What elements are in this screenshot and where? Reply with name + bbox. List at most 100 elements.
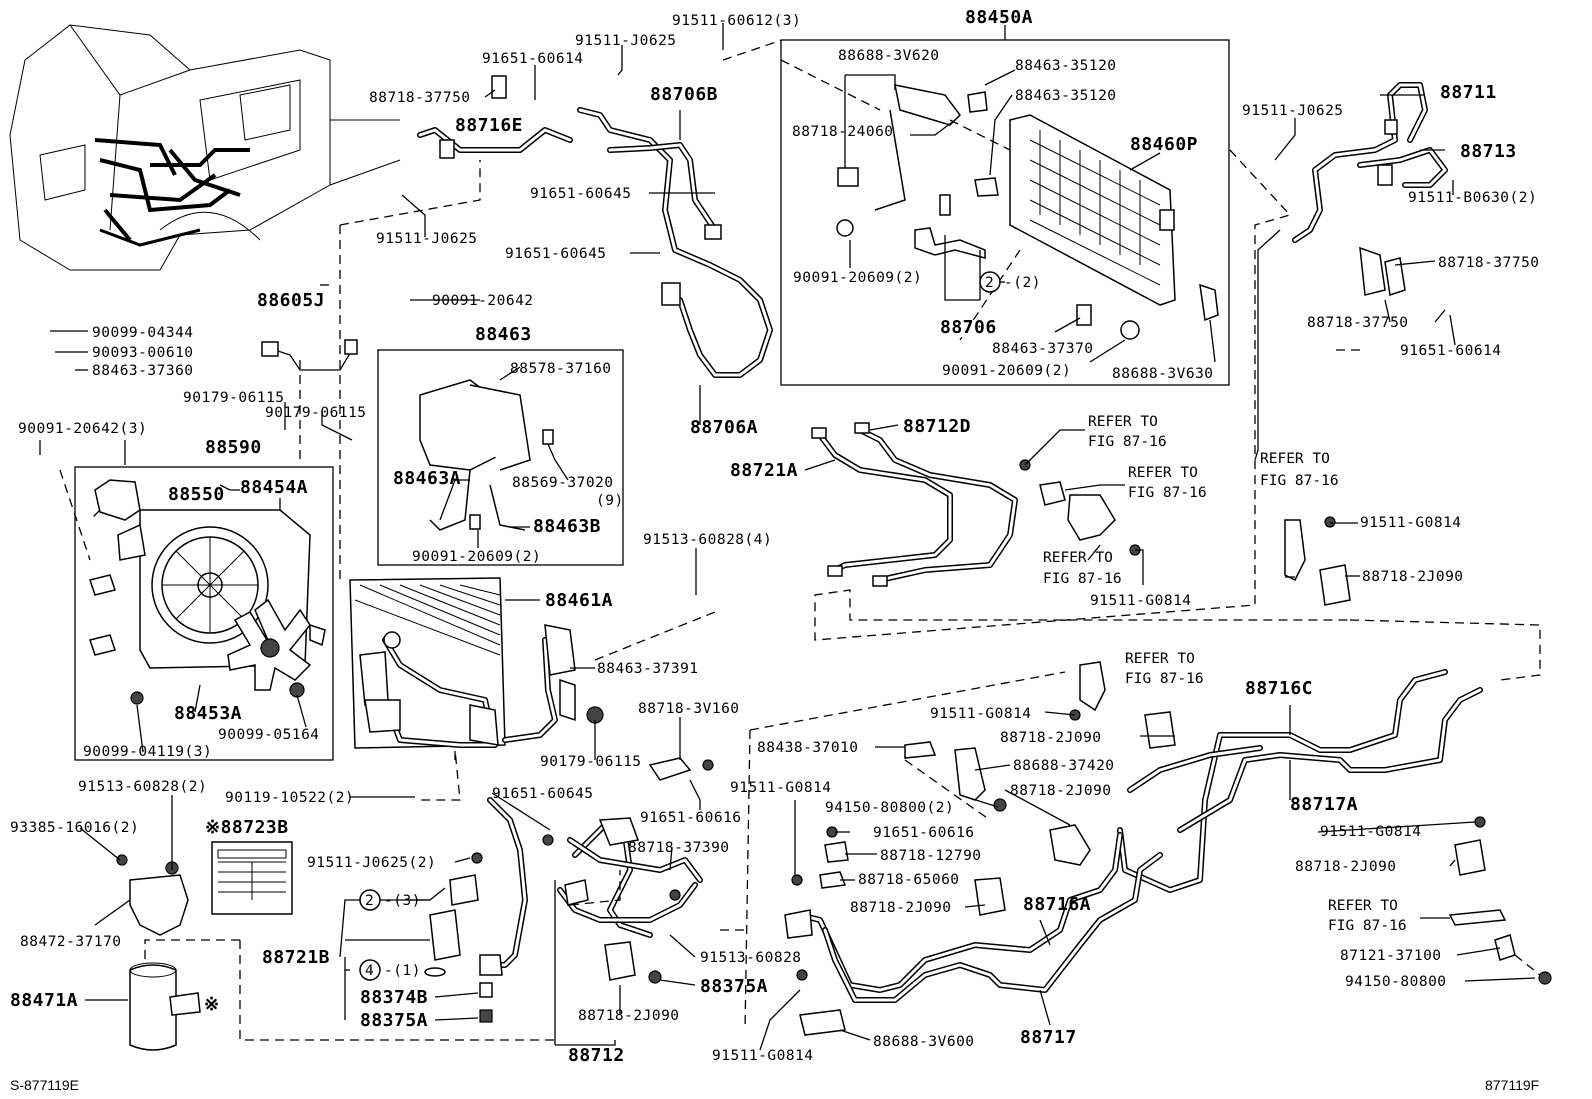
label-91511-60612: 91511-60612(3) bbox=[672, 13, 801, 29]
label-refer5-b: FIG 87-16 bbox=[1125, 671, 1204, 687]
label-88460P: 88460P bbox=[1130, 134, 1198, 155]
label-93385-16016: 93385-16016(2) bbox=[10, 820, 139, 836]
label-refer5-a: REFER TO bbox=[1125, 651, 1195, 667]
label-91511-J0625-2: 91511-J0625(2) bbox=[307, 855, 436, 871]
label-88718-37390: 88718-37390 bbox=[628, 840, 730, 856]
label-88461A: 88461A bbox=[545, 590, 613, 611]
label-88718-2J090-d: 88718-2J090 bbox=[1295, 859, 1397, 875]
label-94150-80800-2: 94150-80800(2) bbox=[825, 800, 954, 816]
label-91651-60614-r: 91651-60614 bbox=[1400, 343, 1502, 359]
label-refer4-b: FIG 87-16 bbox=[1043, 571, 1122, 587]
label-88471A: 88471A bbox=[10, 990, 78, 1011]
label-90091-20642-3: 90091-20642(3) bbox=[18, 421, 147, 437]
label-88716C: 88716C bbox=[1245, 678, 1313, 699]
label-91651-60616-b: 91651-60616 bbox=[873, 825, 975, 841]
label-88463: 88463 bbox=[475, 324, 532, 345]
label-88713: 88713 bbox=[1460, 141, 1517, 162]
label-88712: 88712 bbox=[568, 1045, 625, 1066]
label-88723B: ※88723B bbox=[205, 817, 289, 838]
label-88721A: 88721A bbox=[730, 460, 798, 481]
label-88375A-right: 88375A bbox=[700, 976, 768, 997]
label-88723B bbox=[211, 841, 293, 915]
parts-88721B bbox=[424, 852, 503, 1023]
hose-88716E bbox=[417, 75, 573, 159]
label-88463-37360: 88463-37360 bbox=[92, 363, 194, 379]
middle-brackets bbox=[784, 741, 1091, 1036]
pipe-88711 bbox=[1292, 82, 1448, 296]
label-refer1-b: FIG 87-16 bbox=[1088, 434, 1167, 450]
label-88688-3V600: 88688-3V600 bbox=[873, 1034, 975, 1050]
label-88454A: 88454A bbox=[240, 477, 308, 498]
bracket-refer bbox=[1019, 459, 1141, 556]
label-88472-37170: 88472-37170 bbox=[20, 934, 122, 950]
label-91511-G0814-b: 91511-G0814 bbox=[1090, 593, 1192, 609]
label-90179-06115-b: 90179-06115 bbox=[265, 405, 367, 421]
label-91513-60828-4: 91513-60828(4) bbox=[643, 532, 772, 548]
bracket-88463 bbox=[419, 379, 554, 531]
label-91651-60614-top: 91651-60614 bbox=[482, 51, 584, 67]
truck-illustration bbox=[9, 24, 401, 271]
corner-code-right: 877119F bbox=[1485, 1077, 1539, 1093]
label-88375A: 88375A bbox=[360, 1010, 428, 1031]
label-91513-60828-2: 91513-60828(2) bbox=[78, 779, 207, 795]
label-88463-37370: 88463-37370 bbox=[992, 341, 1094, 357]
label-88706B: 88706B bbox=[650, 84, 718, 105]
sensor-88605J bbox=[261, 339, 358, 371]
label-88716E: 88716E bbox=[455, 115, 523, 136]
box-88450A-dash bbox=[780, 59, 1021, 341]
circle-marker-2-a bbox=[979, 271, 1001, 293]
circle-marker-4-text: 4 bbox=[365, 963, 374, 979]
label-88550: 88550 bbox=[168, 484, 225, 505]
label-91511-G0814-e: 91511-G0814 bbox=[1320, 824, 1422, 840]
label-88718-2J090-a: 88718-2J090 bbox=[1362, 569, 1464, 585]
labels: 91511-60612(3) 88450A 91511-J0625 91651-… bbox=[10, 7, 1539, 1093]
label-88721B: 88721B bbox=[262, 947, 330, 968]
label-88706A: 88706A bbox=[690, 417, 758, 438]
label-88718-37750-r2: 88718-37750 bbox=[1307, 315, 1409, 331]
label-88717A: 88717A bbox=[1290, 794, 1358, 815]
label-refer2-a: REFER TO bbox=[1128, 465, 1198, 481]
label-circ2-qty3: -(3) bbox=[384, 893, 421, 909]
label-refer3-b: FIG 87-16 bbox=[1260, 473, 1339, 489]
label-88718-65060: 88718-65060 bbox=[858, 872, 960, 888]
label-90093-00610: 90093-00610 bbox=[92, 345, 194, 361]
label-refer3-a: REFER TO bbox=[1260, 451, 1330, 467]
label-88463-35120-a: 88463-35120 bbox=[1015, 58, 1117, 74]
label-88718-2J090-b: 88718-2J090 bbox=[1000, 730, 1102, 746]
label-90099-04344: 90099-04344 bbox=[92, 325, 194, 341]
label-91651-60616-a: 91651-60616 bbox=[640, 810, 742, 826]
label-88716A: 88716A bbox=[1023, 894, 1091, 915]
label-91651-60645-c: 91651-60645 bbox=[492, 786, 594, 802]
receiver-drier-88471A bbox=[116, 854, 201, 1051]
circle-marker-2-a-text: 2 bbox=[985, 275, 994, 291]
label-91511-J0625-left: 91511-J0625 bbox=[376, 231, 478, 247]
label-90099-04119: 90099-04119(3) bbox=[83, 744, 212, 760]
label-88718-2J090-e: 88718-2J090 bbox=[850, 900, 952, 916]
label-90091-20609-c: 90091-20609(2) bbox=[412, 549, 541, 565]
label-refer2-b: FIG 87-16 bbox=[1128, 485, 1207, 501]
label-88463A: 88463A bbox=[393, 468, 461, 489]
label-refer1-a: REFER TO bbox=[1088, 414, 1158, 430]
fan-assembly bbox=[89, 479, 326, 705]
label-refer6-b: FIG 87-16 bbox=[1328, 918, 1407, 934]
label-88718-3V160: 88718-3V160 bbox=[638, 701, 740, 717]
right-small-parts bbox=[1069, 516, 1552, 985]
label-94150-80800: 94150-80800 bbox=[1345, 974, 1447, 990]
label-88688-3V630: 88688-3V630 bbox=[1112, 366, 1214, 382]
label-88718-12790: 88718-12790 bbox=[880, 848, 982, 864]
label-88718-24060: 88718-24060 bbox=[792, 124, 894, 140]
label-88712D: 88712D bbox=[903, 416, 971, 437]
label-88453A: 88453A bbox=[174, 703, 242, 724]
label-88590: 88590 bbox=[205, 437, 262, 458]
label-88463-35120-b: 88463-35120 bbox=[1015, 88, 1117, 104]
box-88590 bbox=[74, 466, 334, 761]
label-88717: 88717 bbox=[1020, 1027, 1077, 1048]
pipe-88716C bbox=[1117, 669, 1483, 893]
label-91511-B0630: 91511-B0630(2) bbox=[1408, 190, 1537, 206]
label-88578-37160: 88578-37160 bbox=[510, 361, 612, 377]
label-refer6-a: REFER TO bbox=[1328, 898, 1398, 914]
box-88463 bbox=[377, 349, 624, 566]
circle-marker-4 bbox=[359, 959, 381, 981]
condenser-88460P bbox=[836, 84, 1219, 340]
